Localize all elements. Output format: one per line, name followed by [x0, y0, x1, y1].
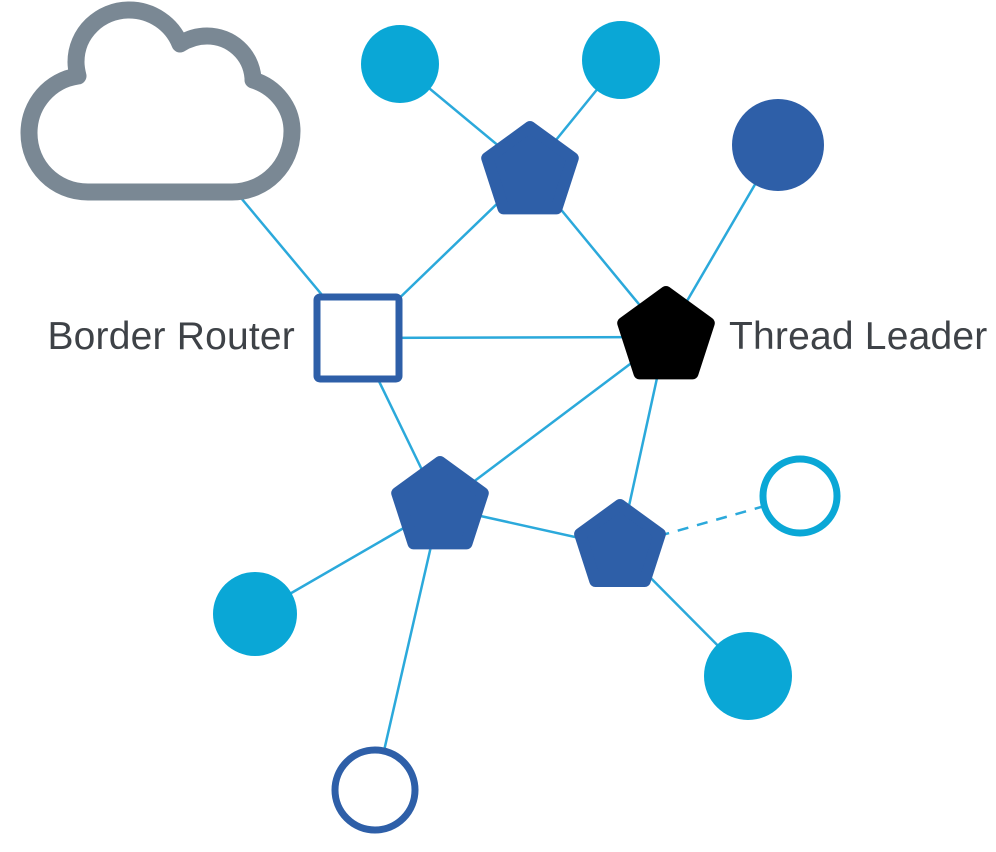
end-device-top-left — [361, 25, 439, 103]
network-link — [357, 335, 667, 340]
sleepy-end-device-bottom — [331, 746, 419, 834]
end-device-top-right — [582, 21, 660, 99]
sleepy-end-device-right — [759, 455, 841, 537]
end-device-bottom-right — [704, 632, 792, 720]
end-device-left — [213, 572, 297, 656]
internet-cloud-icon — [20, 1, 301, 201]
border-router-label: Border Router — [47, 315, 295, 358]
border-router-node — [313, 293, 403, 383]
network-link — [439, 336, 667, 508]
router-node-top — [481, 121, 579, 215]
router-node-bottom-left — [391, 456, 489, 550]
thread-leader-node — [617, 286, 715, 380]
network-link — [373, 506, 442, 791]
thread-leader-label: Thread Leader — [729, 315, 988, 358]
end-device-right-blue — [732, 99, 824, 191]
router-node-bottom-right — [574, 499, 666, 587]
